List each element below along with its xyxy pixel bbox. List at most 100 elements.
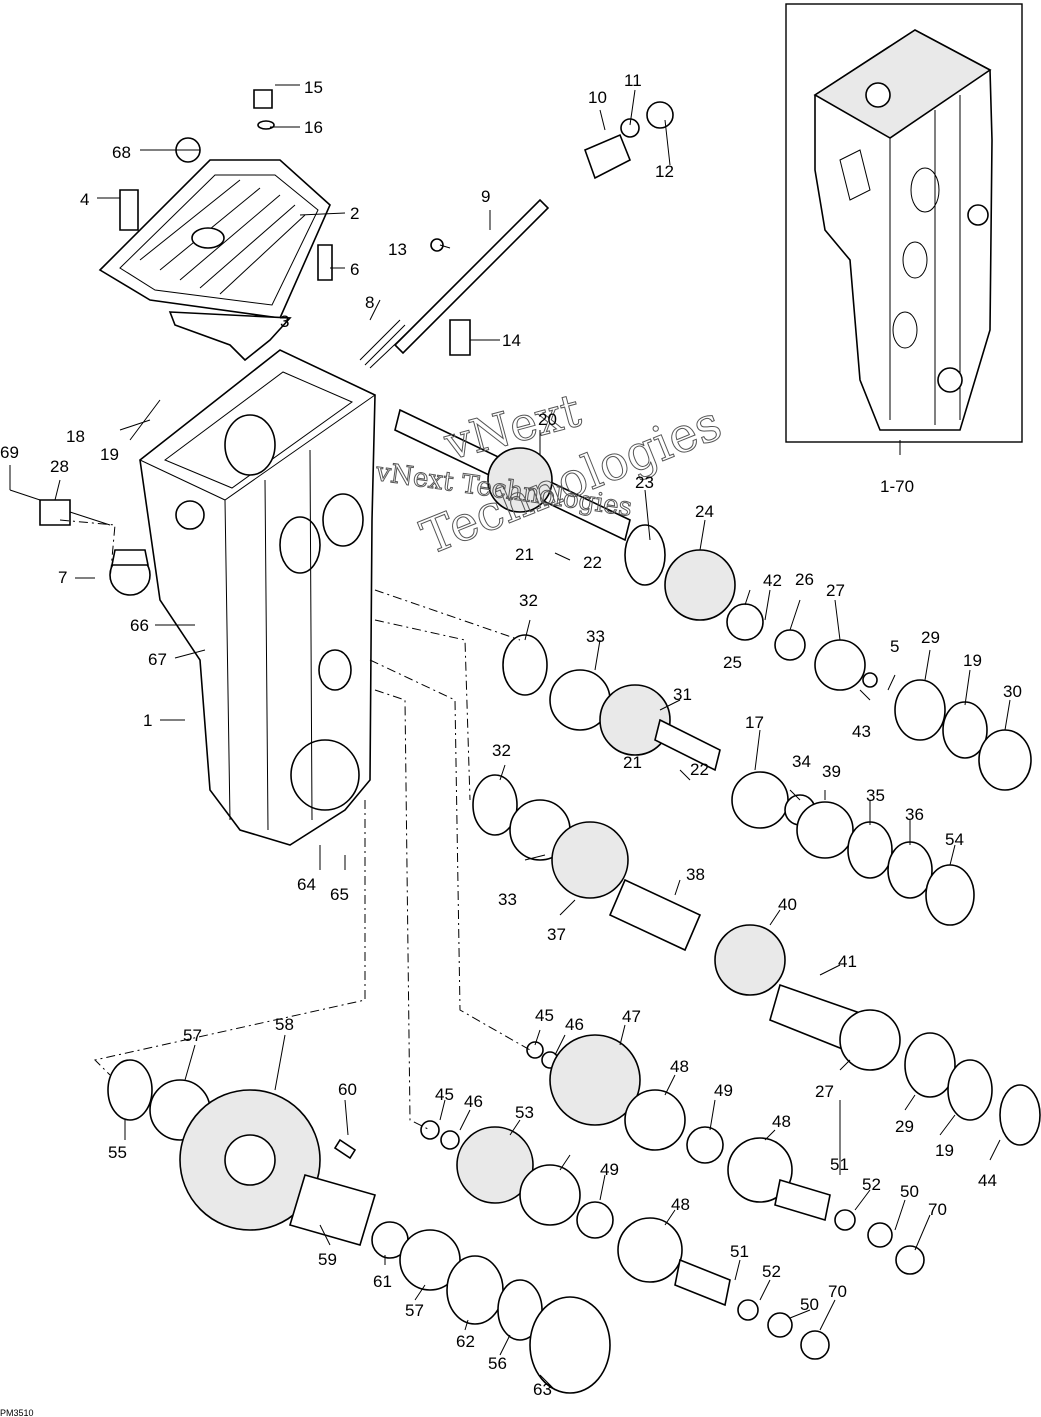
lower-shaft-gears [420, 1034, 925, 1360]
callout-57b: 57 [405, 1301, 424, 1320]
callout-27b: 27 [815, 1082, 834, 1101]
callout-64: 64 [297, 875, 316, 894]
callout-44: 44 [978, 1171, 997, 1190]
callout-66: 66 [130, 616, 149, 635]
callout-19: 19 [100, 445, 119, 464]
callout-27: 27 [826, 581, 845, 600]
callout-29b: 29 [895, 1117, 914, 1136]
callout-6: 6 [350, 260, 359, 279]
callout-61: 61 [373, 1272, 392, 1291]
callout-40: 40 [778, 895, 797, 914]
callout-17: 17 [745, 713, 764, 732]
callout-26: 26 [795, 570, 814, 589]
callout-58: 58 [275, 1015, 294, 1034]
callout-22b: 22 [690, 760, 709, 779]
callout-29: 29 [921, 628, 940, 647]
callout-38: 38 [686, 865, 705, 884]
callout-5: 5 [890, 637, 899, 656]
callout-14: 14 [502, 331, 521, 350]
callout-2: 2 [350, 204, 359, 223]
callout-20: 20 [538, 410, 557, 429]
leader-lines [9, 84, 1011, 1391]
callout-69: 69 [0, 443, 19, 462]
inset-label: 1-70 [880, 477, 914, 496]
callout-45: 45 [535, 1006, 554, 1025]
callout-21: 21 [515, 545, 534, 564]
top-cover-group [98, 89, 333, 362]
callout-22: 22 [583, 553, 602, 572]
callout-1: 1 [143, 711, 152, 730]
callout-55: 55 [108, 1143, 127, 1162]
callout-16: 16 [304, 118, 323, 137]
callout-57: 57 [183, 1026, 202, 1045]
callout-25: 25 [723, 653, 742, 672]
callout-13: 13 [388, 240, 407, 259]
callout-60: 60 [338, 1080, 357, 1099]
callout-39: 39 [822, 762, 841, 781]
callout-54: 54 [945, 830, 964, 849]
callout-18: 18 [66, 427, 85, 446]
callout-28: 28 [50, 457, 69, 476]
callout-70b: 70 [828, 1282, 847, 1301]
callout-30: 30 [1003, 682, 1022, 701]
callout-53: 53 [515, 1103, 534, 1122]
callout-50: 50 [900, 1182, 919, 1201]
callout-3: 3 [280, 312, 289, 331]
callout-32b: 32 [492, 741, 511, 760]
callout-10: 10 [588, 88, 607, 107]
gearbox-housing [9, 349, 376, 846]
callout-41: 41 [838, 952, 857, 971]
callout-70: 70 [928, 1200, 947, 1219]
callout-63: 63 [533, 1380, 552, 1399]
drawing-code: PM3510 [0, 1408, 34, 1417]
callout-11: 11 [624, 71, 642, 90]
callout-34: 34 [792, 752, 811, 771]
callout-46: 46 [565, 1015, 584, 1034]
callout-47: 47 [622, 1007, 641, 1026]
callout-48: 48 [670, 1057, 689, 1076]
callout-51: 51 [830, 1155, 849, 1174]
callout-8: 8 [365, 293, 374, 312]
callout-52: 52 [862, 1175, 881, 1194]
callout-67: 67 [148, 650, 167, 669]
callout-24: 24 [695, 502, 714, 521]
callout-48c: 48 [671, 1195, 690, 1214]
callout-49: 49 [714, 1081, 733, 1100]
callout-9: 9 [481, 187, 490, 206]
callout-36: 36 [905, 805, 924, 824]
callout-43: 43 [852, 722, 871, 741]
final-drive-group [107, 1059, 611, 1394]
assembled-gearbox-inset [785, 3, 1023, 443]
callout-42: 42 [763, 571, 782, 590]
callout-21b: 21 [623, 753, 642, 772]
callout-50b: 50 [800, 1295, 819, 1314]
middle-shaft-gears [472, 634, 1041, 1146]
callout-56: 56 [488, 1354, 507, 1373]
callout-52b: 52 [762, 1262, 781, 1281]
upper-shaft-gears [394, 408, 1032, 791]
callout-33b: 33 [498, 890, 517, 909]
callout-51b: 51 [730, 1242, 749, 1261]
callout-19b: 19 [963, 651, 982, 670]
callout-68: 68 [112, 143, 131, 162]
callout-48b: 48 [772, 1112, 791, 1131]
callout-7: 7 [58, 568, 67, 587]
callout-15: 15 [304, 78, 323, 97]
callout-4: 4 [80, 190, 89, 209]
callout-49b: 49 [600, 1160, 619, 1179]
callout-59: 59 [318, 1250, 337, 1269]
callout-19c: 19 [935, 1141, 954, 1160]
callout-12: 12 [655, 162, 674, 181]
callout-45b: 45 [435, 1085, 454, 1104]
callout-23: 23 [635, 473, 654, 492]
callout-31: 31 [673, 685, 692, 704]
callout-32: 32 [519, 591, 538, 610]
callout-37: 37 [547, 925, 566, 944]
callout-62: 62 [456, 1332, 475, 1351]
shift-shaft-group [359, 101, 674, 369]
callout-35: 35 [866, 786, 885, 805]
callout-labels: 1 2 3 4 5 6 7 8 9 10 11 12 13 14 15 16 1… [0, 71, 1022, 1417]
callout-65: 65 [330, 885, 349, 904]
callout-46b: 46 [464, 1092, 483, 1111]
